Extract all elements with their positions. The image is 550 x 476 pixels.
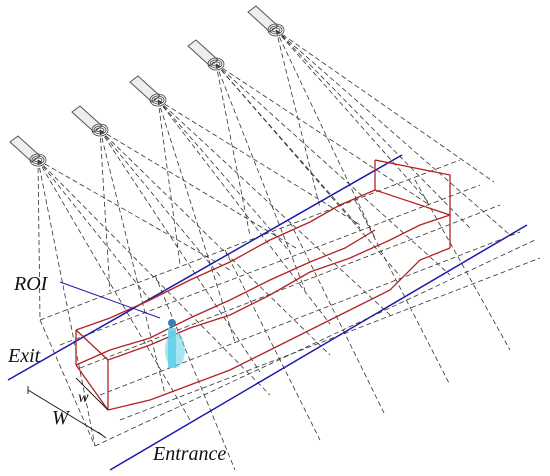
fov-ray [99,129,261,373]
roi-bottom-front-edge [107,247,451,411]
camera-icon [71,105,109,137]
fov-ray [275,29,511,236]
fov-ray [157,99,331,325]
exit-label: Exit [7,345,41,367]
fov-ray [215,63,251,237]
entrance-line [109,224,528,471]
fov-ray [99,129,331,356]
fov-ray [37,159,191,421]
outer-width-dimension [27,389,103,436]
fov-ray [275,29,431,205]
cameras [9,5,285,167]
outer-width-label: W [52,407,71,429]
fov-ray [215,63,306,291]
grid-line [119,257,541,421]
roi-left-bottom-depth [75,364,109,411]
roi-pointer-line [59,281,161,319]
roi-left-top-depth [75,329,109,361]
grid-line [224,249,321,441]
roi-label: ROI [13,273,49,295]
roi-top-front-edge [107,214,451,361]
fov-ray [37,159,271,396]
fov-ray [157,99,236,343]
grid-line [94,239,536,447]
camera-icon [129,75,167,107]
camera-icon [9,135,47,167]
exit-line [7,154,403,381]
roi-right-top-depth [374,189,451,216]
grid-line [354,199,451,386]
fov-ray [215,63,429,205]
width-dimensions [27,377,109,439]
fov-ray [37,159,96,447]
fov-ray [275,29,495,183]
grid-line [39,159,461,321]
fov-ray [157,99,291,253]
inner-width-dimension [75,377,109,411]
roi-top-back-edge [75,189,376,331]
fov-ray [157,99,363,227]
fov-ray [157,99,391,316]
ground-grid [39,159,541,471]
grid-line [289,221,386,416]
fov-ray [99,129,111,293]
fov-ray [275,29,471,229]
fov-ray [37,159,41,321]
fov-ray [215,63,401,277]
grid-line [99,231,521,396]
person-figure [165,319,185,368]
entrance-label: Entrance [152,443,226,465]
fov-ray [99,129,297,249]
grid-line [79,204,501,369]
grid-line [154,274,236,471]
camera-icon [187,39,225,71]
camera-fov-lines [37,29,511,447]
fov-ray [157,99,181,265]
roi-right-front-edge [374,159,451,248]
fov-ray [215,63,451,276]
fov-ray [275,29,376,239]
inner-width-label: w [78,389,89,406]
fov-ray [37,159,231,271]
grid-line [59,184,481,346]
fov-ray [37,159,151,301]
roi-bottom-back-edge [75,229,376,366]
fov-ray [99,129,166,395]
grid-line [414,179,511,351]
fov-ray [275,29,321,209]
camera-icon [247,5,285,37]
